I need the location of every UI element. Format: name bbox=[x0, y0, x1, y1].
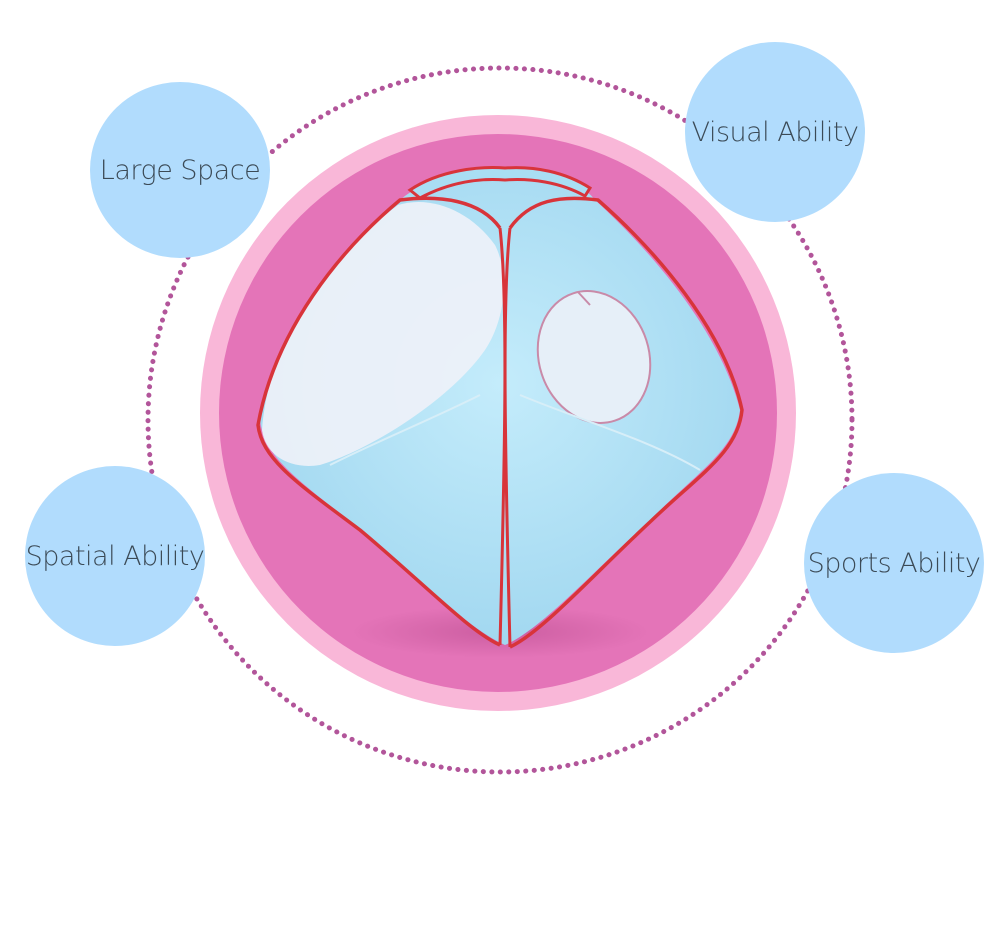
spatial-ability-label: Spatial Ability bbox=[25, 540, 205, 572]
tent-frame-left bbox=[256, 196, 502, 647]
large-space-bubble: Large Space bbox=[90, 82, 270, 258]
visual-ability-bubble: Visual Ability bbox=[685, 42, 865, 222]
tent-roof-cap bbox=[407, 166, 593, 200]
visual-ability-label: Visual Ability bbox=[691, 116, 859, 148]
large-space-label: Large Space bbox=[99, 154, 261, 186]
pop-up-tent-top-view-icon bbox=[256, 166, 744, 649]
tent-center-seam bbox=[498, 227, 512, 648]
mesh-fold-line bbox=[329, 394, 481, 466]
sports-ability-bubble: Sports Ability bbox=[804, 473, 984, 653]
dotted-orbit-ring bbox=[145, 65, 855, 775]
window-zip bbox=[577, 291, 591, 306]
spatial-ability-bubble: Spatial Ability bbox=[25, 466, 205, 646]
left-mesh-window bbox=[262, 201, 504, 466]
tent-frame-right bbox=[508, 196, 744, 649]
round-window bbox=[536, 290, 652, 424]
sports-ability-label: Sports Ability bbox=[807, 547, 981, 579]
mesh-fold-line bbox=[519, 394, 701, 471]
